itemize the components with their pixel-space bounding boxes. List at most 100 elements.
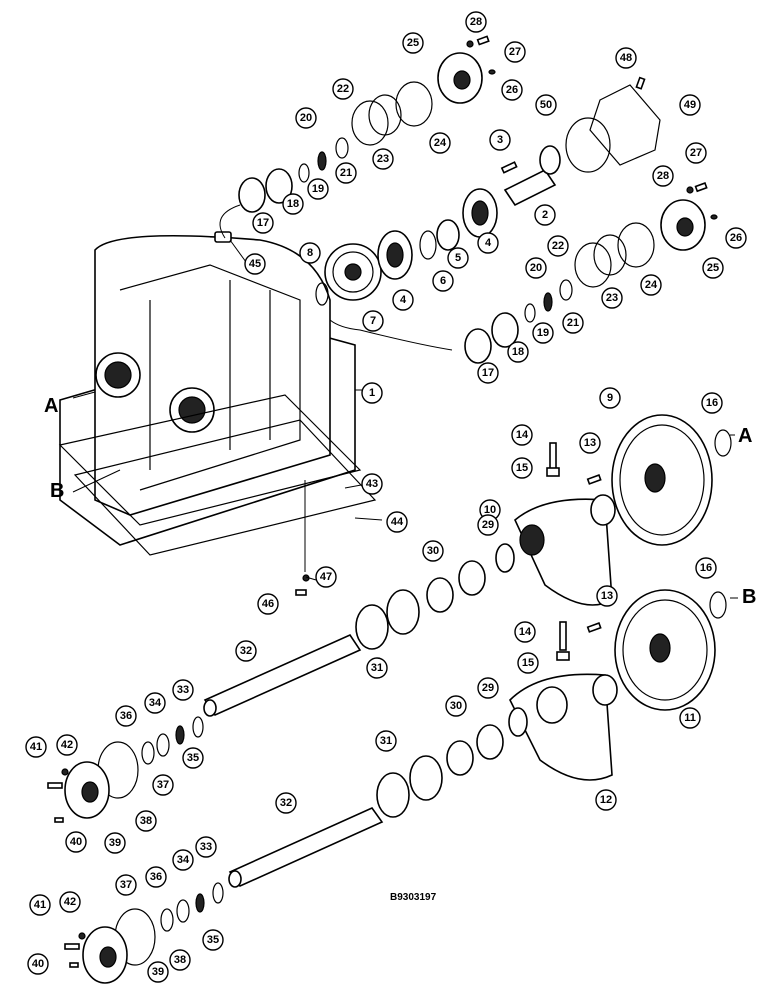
callout-24b: 24 bbox=[640, 274, 662, 296]
svg-text:44: 44 bbox=[391, 516, 404, 528]
svg-text:22: 22 bbox=[552, 240, 564, 252]
svg-text:22: 22 bbox=[337, 83, 349, 95]
figure-id: B9303197 bbox=[390, 892, 437, 903]
gasket-50 bbox=[565, 117, 611, 173]
callout-7: 7 bbox=[362, 310, 384, 332]
callout-14a: 14 bbox=[511, 424, 533, 446]
svg-text:30: 30 bbox=[427, 545, 439, 557]
svg-text:31: 31 bbox=[380, 735, 392, 747]
seal-20-lower bbox=[559, 279, 573, 301]
svg-text:7: 7 bbox=[370, 315, 376, 327]
callout-5: 5 bbox=[447, 247, 469, 269]
svg-text:37: 37 bbox=[120, 879, 132, 891]
svg-text:27: 27 bbox=[509, 46, 521, 58]
callout-18b: 18 bbox=[507, 341, 529, 363]
callout-42a: 42 bbox=[56, 734, 78, 756]
callout-12: 12 bbox=[595, 789, 617, 811]
callout-40a: 40 bbox=[65, 831, 87, 853]
callout-28a: 28 bbox=[465, 11, 487, 33]
svg-text:12: 12 bbox=[600, 794, 612, 806]
svg-text:40: 40 bbox=[70, 836, 82, 848]
svg-text:41: 41 bbox=[30, 741, 42, 753]
callout-17b: 17 bbox=[477, 362, 499, 384]
svg-text:20: 20 bbox=[300, 112, 312, 124]
svg-text:50: 50 bbox=[540, 99, 552, 111]
bearing-30-lower bbox=[446, 724, 504, 776]
svg-text:17: 17 bbox=[257, 217, 269, 229]
end-cap-25-upper bbox=[437, 52, 483, 104]
svg-text:24: 24 bbox=[434, 137, 447, 149]
callout-20b: 20 bbox=[525, 257, 547, 279]
svg-text:10: 10 bbox=[484, 504, 496, 516]
svg-text:6: 6 bbox=[440, 275, 446, 287]
callout-16a: 16 bbox=[701, 392, 723, 414]
crank-arm-10 bbox=[514, 494, 616, 606]
callout-27a: 27 bbox=[504, 41, 526, 63]
callout-16b: 16 bbox=[695, 557, 717, 579]
callout-32a: 32 bbox=[235, 640, 257, 662]
snap-ring-8 bbox=[315, 282, 329, 306]
callout-25a: 25 bbox=[402, 32, 424, 54]
callout-39b: 39 bbox=[147, 961, 169, 983]
svg-text:14: 14 bbox=[519, 626, 532, 638]
callout-19b: 19 bbox=[532, 322, 554, 344]
snap-ring-16-a bbox=[714, 429, 732, 457]
svg-text:11: 11 bbox=[684, 712, 696, 724]
crank-arm-12 bbox=[509, 673, 618, 781]
callout-20a: 20 bbox=[295, 107, 317, 129]
pivot-shaft-32-lower bbox=[228, 807, 384, 888]
svg-text:48: 48 bbox=[620, 52, 632, 64]
svg-text:27: 27 bbox=[690, 147, 702, 159]
callout-34a: 34 bbox=[144, 692, 166, 714]
svg-text:25: 25 bbox=[407, 37, 419, 49]
svg-text:38: 38 bbox=[140, 815, 152, 827]
svg-text:20: 20 bbox=[530, 262, 542, 274]
callout-13b: 13 bbox=[596, 585, 618, 607]
gasket-22-upper bbox=[351, 100, 389, 146]
svg-text:30: 30 bbox=[450, 700, 462, 712]
svg-text:33: 33 bbox=[200, 841, 212, 853]
svg-text:13: 13 bbox=[601, 590, 613, 602]
svg-text:2: 2 bbox=[542, 209, 548, 221]
callout-23b: 23 bbox=[601, 287, 623, 309]
seal-29-upper bbox=[495, 543, 515, 573]
end-cap-stack-upper bbox=[47, 716, 204, 823]
seal-29-lower bbox=[508, 707, 528, 737]
svg-text:16: 16 bbox=[706, 397, 718, 409]
callout-22a: 22 bbox=[332, 78, 354, 100]
svg-text:32: 32 bbox=[240, 645, 252, 657]
svg-text:19: 19 bbox=[537, 327, 549, 339]
callout-2: 2 bbox=[534, 204, 556, 226]
callout-41b: 41 bbox=[29, 894, 51, 916]
callout-30b: 30 bbox=[445, 695, 467, 717]
callout-32b: 32 bbox=[275, 792, 297, 814]
key-13-lower bbox=[586, 622, 602, 633]
key-13-upper bbox=[586, 474, 602, 485]
callout-33a: 33 bbox=[172, 679, 194, 701]
ring-19-upper bbox=[317, 151, 327, 171]
callout-23a: 23 bbox=[372, 148, 394, 170]
callout-6: 6 bbox=[432, 270, 454, 292]
seal-20-upper bbox=[335, 137, 349, 159]
callout-35a: 35 bbox=[182, 747, 204, 769]
gear-7 bbox=[324, 243, 382, 301]
svg-text:36: 36 bbox=[120, 710, 132, 722]
housing-gaskets bbox=[58, 394, 377, 556]
needle-bearing-17-upper bbox=[238, 168, 293, 213]
svg-text:40: 40 bbox=[32, 958, 44, 970]
ref-letter-b-left: B bbox=[50, 480, 64, 502]
stud-14-upper bbox=[546, 442, 560, 477]
pivot-shaft-32-upper bbox=[203, 633, 362, 717]
needle-bearing-31-upper bbox=[355, 589, 420, 650]
ref-letter-b-right: B bbox=[742, 586, 756, 608]
svg-text:38: 38 bbox=[174, 954, 186, 966]
callout-26b: 26 bbox=[725, 227, 747, 249]
callout-27b: 27 bbox=[685, 142, 707, 164]
callout-43: 43 bbox=[361, 473, 383, 495]
fastener-group-top bbox=[466, 35, 646, 90]
end-cap-stack-lower bbox=[64, 882, 224, 984]
callout-4a: 4 bbox=[392, 289, 414, 311]
svg-text:4: 4 bbox=[400, 294, 407, 306]
callout-24a: 24 bbox=[429, 132, 451, 154]
